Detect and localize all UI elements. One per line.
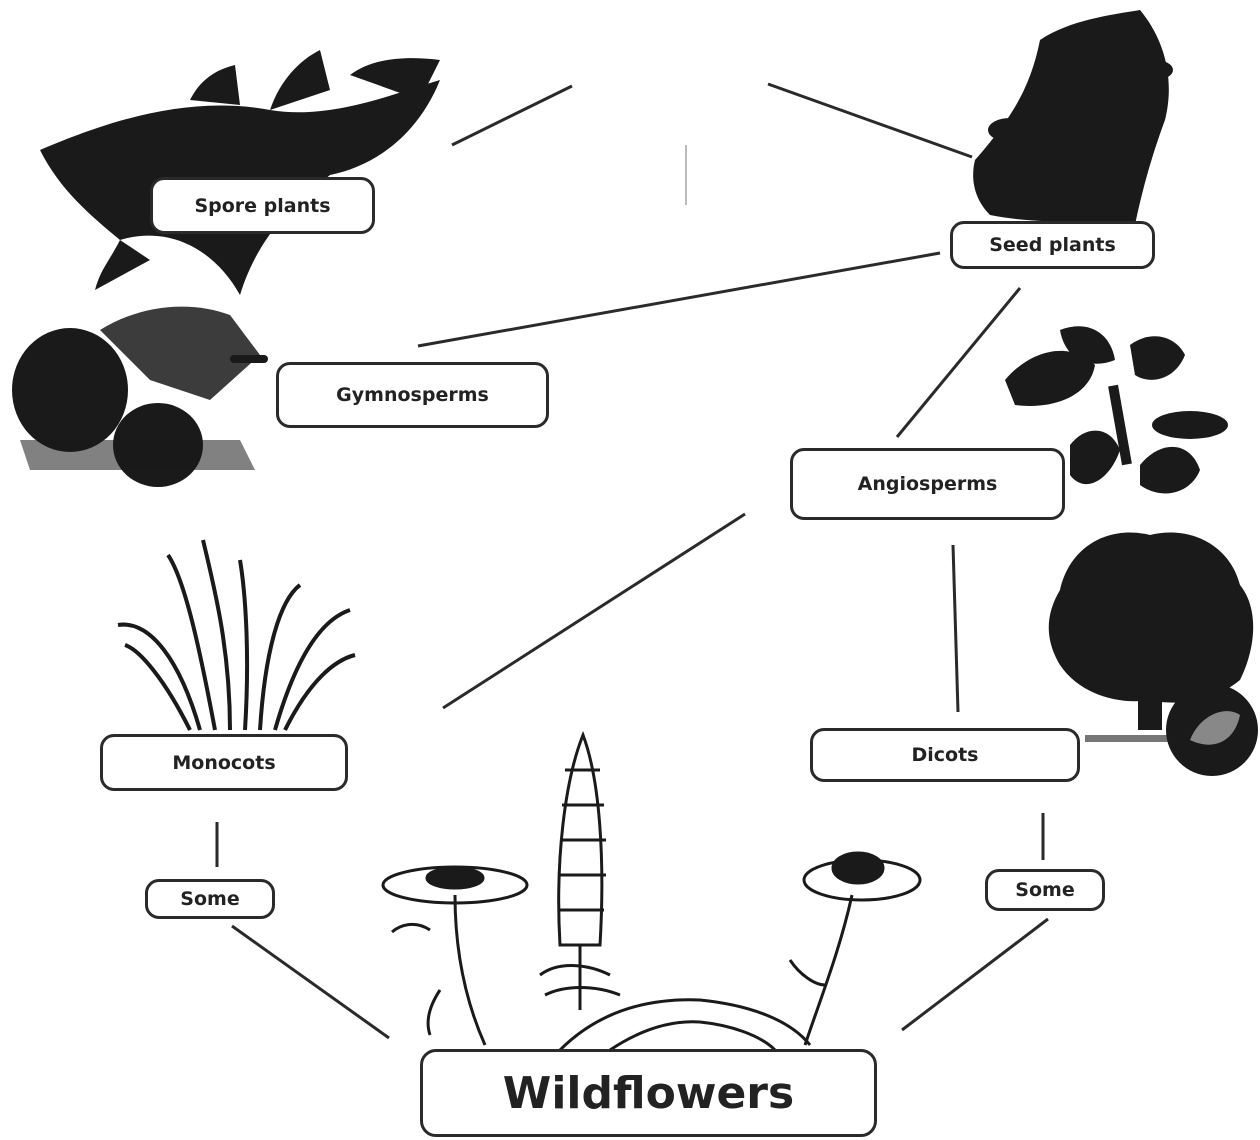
wildflowers-node: Wildflowers <box>420 1049 877 1137</box>
pine-cone-illustration <box>12 306 268 487</box>
seed-plants-node: Seed plants <box>950 221 1155 269</box>
rosette-illustration <box>558 998 812 1052</box>
grass-illustration <box>117 539 356 731</box>
connector-seed-angio <box>895 287 1022 438</box>
angiosperms-node: Angiosperms <box>790 448 1065 520</box>
connector-angio-dicots <box>951 544 960 713</box>
some-right-node: Some <box>985 869 1105 911</box>
monocots-node: Monocots <box>100 734 348 791</box>
flowering-branch-illustration <box>1005 326 1228 494</box>
connector-lines <box>215 82 1049 1040</box>
coneflower-illustration <box>788 851 922 1046</box>
connector-angio-mono <box>442 512 746 710</box>
gymnosperms-node: Gymnosperms <box>276 362 549 428</box>
dicots-node: Dicots <box>810 728 1080 782</box>
lupine-illustration <box>539 730 621 1010</box>
spore-plants-node: Spore plants <box>150 177 375 234</box>
connector-some-left-wild <box>231 924 390 1040</box>
leaf-disc-illustration <box>1166 684 1258 776</box>
seed-plant-branch-illustration <box>973 10 1173 225</box>
connector-top-left <box>451 84 573 147</box>
connector-top-right <box>767 82 973 159</box>
fern-illustration <box>40 50 440 295</box>
connector-seed-gymno <box>417 251 941 348</box>
some-left-node: Some <box>145 879 275 919</box>
daisy-illustration <box>381 865 529 1046</box>
connector-some-right-wild <box>901 917 1049 1032</box>
tree-illustration <box>1048 532 1254 742</box>
